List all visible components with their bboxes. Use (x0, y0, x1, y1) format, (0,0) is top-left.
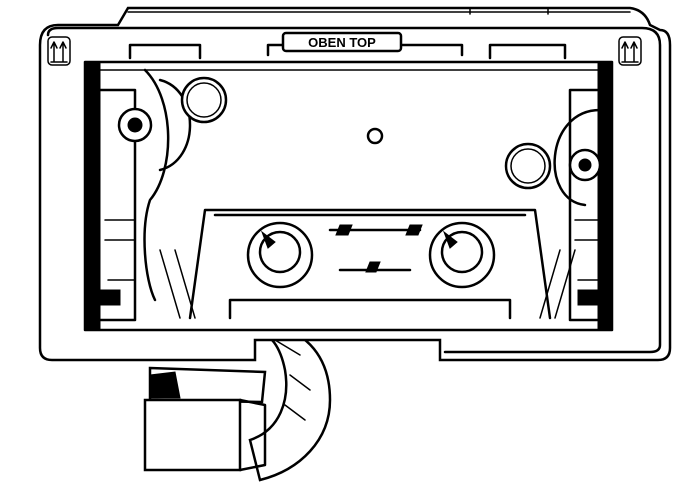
oben-top-label-box (281, 31, 403, 53)
hanging-connector (143, 316, 332, 482)
this-way-up-icon (47, 36, 71, 66)
cable-hook (246, 221, 314, 289)
this-way-up-icon (618, 36, 642, 66)
center-hole (366, 127, 384, 145)
round-knob (180, 76, 228, 124)
top-label: OBEN TOP (266, 31, 464, 57)
oben-top-text: OBEN TOP (308, 35, 376, 50)
cable-hook (428, 221, 496, 289)
lower-tray (159, 208, 576, 320)
round-knob (504, 142, 552, 190)
inner-recess (83, 43, 614, 332)
